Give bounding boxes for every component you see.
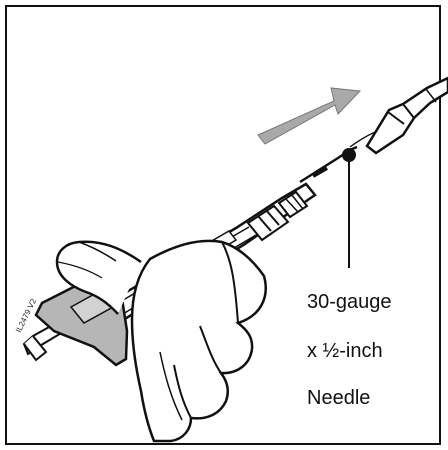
needle-icon [300,132,375,182]
arrow-icon [258,88,360,144]
needle-label-line-1: 30-gauge [307,292,392,312]
needle-label-line-3: Needle [307,388,370,408]
needle-label-line-2: x ½-inch [307,341,383,361]
needle-cap-icon [367,78,448,153]
callout-leader-line [348,160,350,268]
